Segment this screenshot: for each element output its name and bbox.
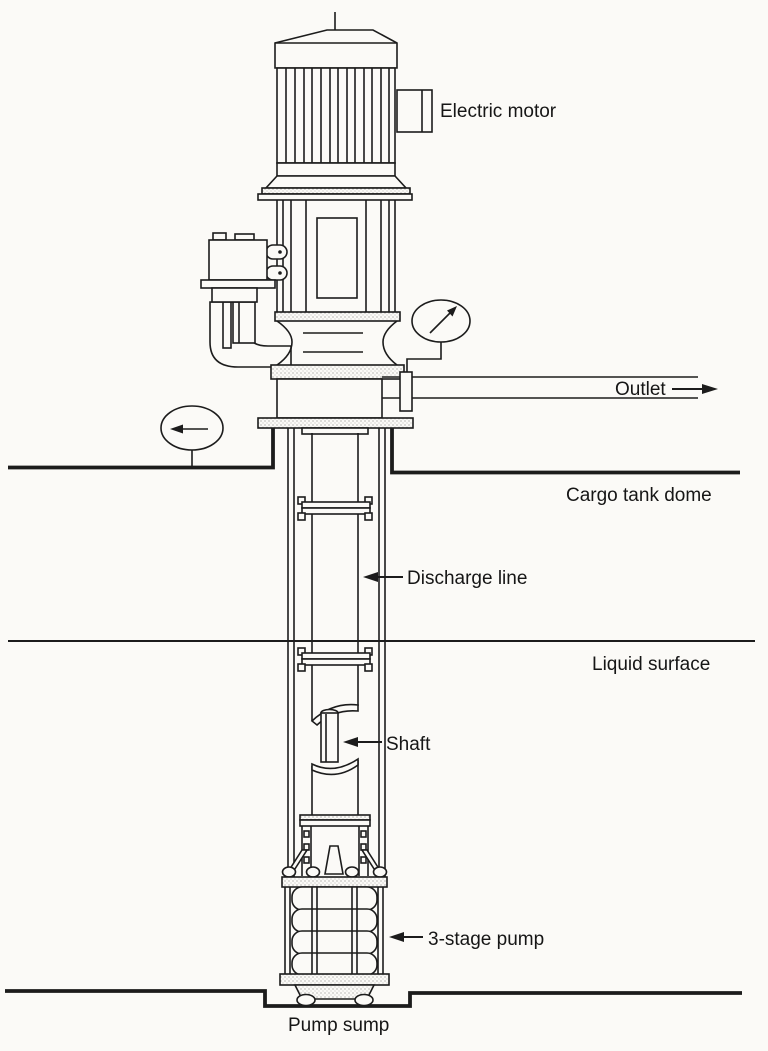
aux-leg-2 <box>232 301 256 344</box>
aux-lug-upper <box>265 244 288 260</box>
deck-mounting-plate <box>257 417 414 429</box>
outlet-flange <box>399 371 413 412</box>
shaft-arrowhead <box>343 737 358 747</box>
three-stage-pump-drawing <box>279 886 390 1007</box>
aux-leg <box>222 301 232 349</box>
auxiliary-unit <box>200 232 292 368</box>
motor-fins <box>285 68 390 163</box>
electric-motor-drawing <box>257 12 433 201</box>
liquid-surface-label: Liquid surface <box>592 654 710 675</box>
stool-window <box>316 217 358 299</box>
deck-sub-plate <box>301 427 369 435</box>
motor-stool <box>274 200 401 322</box>
shaft-bar <box>320 712 339 763</box>
label-liquid-surface: Liquid surface <box>592 654 710 675</box>
volute-right-curve <box>382 320 398 366</box>
three-stage-pump-label: 3-stage pump <box>428 929 544 950</box>
three-stage-pump-arrowhead <box>389 932 404 942</box>
gauge-needle-arrowhead <box>447 306 457 317</box>
aux-tab-2 <box>234 233 255 241</box>
motor-terminal-box <box>396 89 433 133</box>
pump-sump-label: Pump sump <box>288 1015 389 1036</box>
outlet-arrowhead <box>702 384 718 394</box>
flange-bolt-lumps <box>281 866 388 878</box>
label-cargo-tank-dome: Cargo tank dome <box>566 485 712 506</box>
pump-top-flange <box>281 876 388 888</box>
discharge-line-arrowhead <box>363 572 378 582</box>
electric-motor-label: Electric motor <box>440 101 557 122</box>
label-discharge-line: Discharge line <box>363 568 527 589</box>
label-shaft: Shaft <box>343 734 431 755</box>
cargo-tank-dome-label: Cargo tank dome <box>566 485 712 506</box>
pump-foot <box>296 993 316 1007</box>
shaft-label: Shaft <box>386 734 431 755</box>
outlet-pipe <box>382 371 698 412</box>
discharge-head-block <box>276 378 383 419</box>
motor-lower-band <box>276 162 396 177</box>
outlet-label: Outlet <box>615 379 666 400</box>
aux-lug-lower <box>265 265 288 281</box>
motor-base-bell <box>264 175 408 189</box>
cargo-tank-dome-line <box>8 424 740 475</box>
level-gauge-icon <box>160 405 224 466</box>
label-electric-motor: Electric motor <box>440 101 557 122</box>
suction-flange <box>279 973 390 986</box>
pipe-coupling <box>297 496 373 521</box>
motor-fin-body <box>276 67 396 164</box>
pressure-gauge-icon <box>406 299 471 373</box>
bracket-cone <box>324 845 344 875</box>
aux-flange <box>200 279 276 289</box>
shaft-cutaway <box>310 703 359 776</box>
aux-body <box>208 239 268 281</box>
motor-flange-upper <box>261 187 411 195</box>
stool-bottom-flange <box>274 311 401 322</box>
pipe-coupling <box>297 647 373 672</box>
column-assembly <box>287 428 386 877</box>
label-pump-sump: Pump sump <box>288 1015 389 1036</box>
deck-mounting <box>257 417 414 435</box>
tie-rods <box>284 887 384 974</box>
aux-tab <box>212 232 227 241</box>
pump-bracket <box>281 814 388 888</box>
pump-casing <box>270 320 405 419</box>
cutaway-bottom-flap <box>311 757 359 776</box>
motor-flange-lower <box>257 193 413 201</box>
motor-cap <box>274 29 398 69</box>
tank-bottom-line <box>5 989 742 1008</box>
label-outlet: Outlet <box>615 379 718 400</box>
pump-foot <box>354 993 374 1007</box>
label-three-stage-pump: 3-stage pump <box>389 929 544 950</box>
discharge-line-label: Discharge line <box>407 568 527 589</box>
level-gauge-arrowhead <box>170 424 183 434</box>
volute-left-curve <box>276 320 293 366</box>
aux-step-block <box>211 287 258 303</box>
